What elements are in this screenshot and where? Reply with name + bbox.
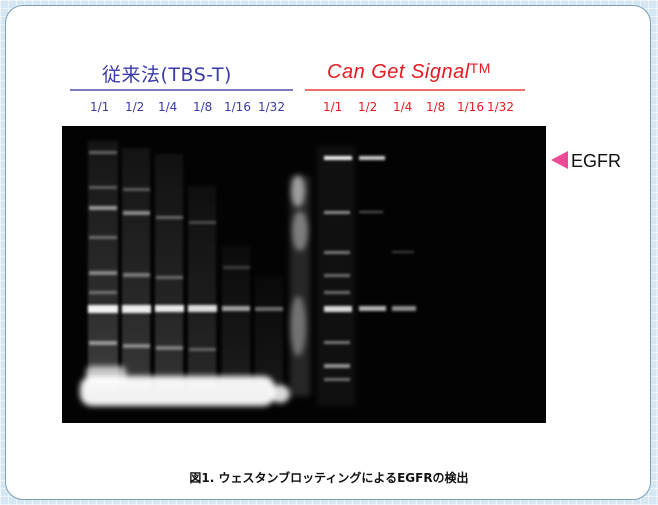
conventional-method-title: 従来法(TBS-T) xyxy=(102,64,232,86)
lane-label-conventional: 1/16 xyxy=(224,100,251,114)
lane-label-can-get-signal: 1/8 xyxy=(426,100,446,114)
lane-label-can-get-signal: 1/32 xyxy=(487,100,514,114)
western-blot-image xyxy=(62,126,546,423)
lane-label-conventional: 1/8 xyxy=(193,100,213,114)
trademark-mark: TM xyxy=(469,60,491,76)
lane-label-conventional: 1/2 xyxy=(125,100,145,114)
lane-label-can-get-signal: 1/16 xyxy=(457,100,484,114)
lane-label-conventional: 1/32 xyxy=(258,100,285,114)
can-get-signal-title: Can Get SignalTM xyxy=(327,60,491,84)
lane-label-can-get-signal: 1/1 xyxy=(323,100,343,114)
conventional-underline xyxy=(70,89,293,91)
lane-label-can-get-signal: 1/4 xyxy=(393,100,413,114)
lane-label-conventional: 1/4 xyxy=(158,100,178,114)
can-get-signal-name: Can Get Signal xyxy=(327,61,470,83)
figure-caption: 図1. ウェスタンブロッティングによるEGFRの検出 xyxy=(189,471,469,485)
lane-label-conventional: 1/1 xyxy=(90,100,110,114)
egfr-label: EGFR xyxy=(571,151,622,171)
lane-label-can-get-signal: 1/2 xyxy=(358,100,378,114)
triangle-left-icon xyxy=(551,151,568,169)
can-get-signal-underline xyxy=(305,89,525,91)
